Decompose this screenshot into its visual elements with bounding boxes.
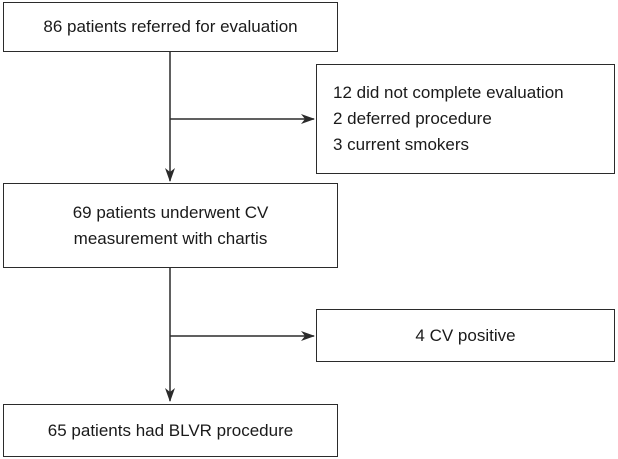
measured-box: 69 patients underwent CV measurement wit…: [3, 183, 338, 268]
blvr-box: 65 patients had BLVR procedure: [3, 404, 338, 457]
measured-line-2: measurement with chartis: [73, 228, 268, 248]
referred-text: 86 patients referred for evaluation: [43, 17, 298, 36]
referred-box: 86 patients referred for evaluation: [3, 2, 338, 52]
excluded-line-incomplete: 12 did not complete evaluation: [333, 83, 564, 102]
excluded-line-smokers: 3 current smokers: [333, 135, 470, 154]
blvr-text: 65 patients had BLVR procedure: [47, 420, 294, 440]
cv-positive-box: 4 CV positive: [316, 309, 615, 362]
measured-line-1: 69 patients underwent CV: [72, 202, 269, 222]
cv-positive-text: 4 CV positive: [415, 325, 516, 345]
excluded-line-deferred: 2 deferred procedure: [333, 109, 492, 128]
excluded-box: 12 did not complete evaluation 2 deferre…: [316, 64, 615, 174]
